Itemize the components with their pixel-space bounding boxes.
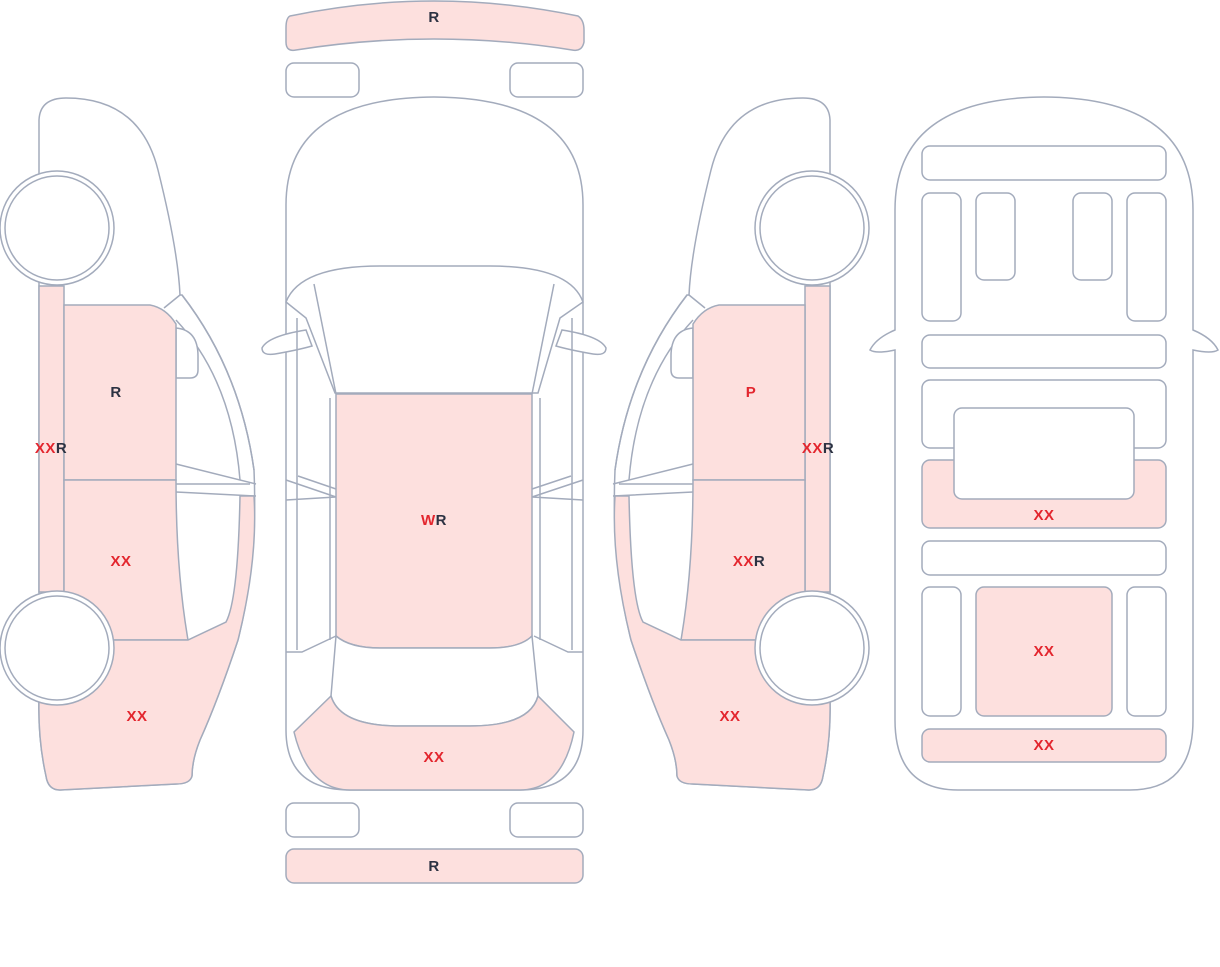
right-rocker-code: XXR bbox=[802, 440, 834, 457]
right-side-view bbox=[612, 97, 870, 791]
floor-rear-section-code: XX bbox=[1033, 507, 1054, 524]
left-rocker-panel[interactable] bbox=[38, 285, 65, 593]
rear-panel[interactable] bbox=[921, 728, 1167, 763]
right-rear-wheel[interactable] bbox=[754, 590, 870, 706]
left-headlight-panel[interactable] bbox=[285, 62, 360, 98]
rear-crossmember-panel[interactable] bbox=[921, 540, 1167, 576]
right-mirror-panel[interactable] bbox=[555, 329, 607, 356]
floor-center-panel[interactable] bbox=[953, 407, 1135, 500]
right-handle-lines bbox=[531, 475, 584, 501]
left-taillight-panel[interactable] bbox=[285, 802, 360, 838]
left-handle-lines bbox=[285, 475, 337, 501]
right-a-pillar-line bbox=[531, 283, 555, 395]
front-bumper-panel[interactable] bbox=[285, 0, 585, 52]
right-front-rail-panel[interactable] bbox=[1126, 192, 1167, 322]
rear-bumper-code: R bbox=[428, 858, 439, 875]
left-front-door-panel[interactable] bbox=[63, 304, 177, 481]
left-front-door-code: R bbox=[110, 384, 121, 401]
right-rear-tire-line bbox=[759, 595, 865, 701]
left-mirror-panel[interactable] bbox=[175, 327, 199, 379]
left-side-view bbox=[0, 97, 257, 791]
right-inner-rail-panel[interactable] bbox=[1072, 192, 1113, 281]
right-quarter-panel[interactable] bbox=[613, 495, 831, 791]
right-mirror-panel[interactable] bbox=[670, 327, 694, 379]
left-rear-tire-line bbox=[4, 595, 110, 701]
damage-code-labels: R WR XX R XXR R XX XX XXR P XXR XX XX XX… bbox=[35, 9, 1054, 875]
windshield-panel[interactable] bbox=[285, 265, 584, 394]
rear-bumper-panel[interactable] bbox=[285, 848, 584, 884]
trunk-code: XX bbox=[423, 749, 444, 766]
right-rocker-panel[interactable] bbox=[804, 285, 831, 593]
left-rear-door-code: XX bbox=[110, 553, 131, 570]
left-a-pillar-line bbox=[313, 283, 337, 395]
right-rear-rail-panel[interactable] bbox=[1126, 586, 1167, 717]
left-rear-rail-panel[interactable] bbox=[921, 586, 962, 717]
right-headlight-panel[interactable] bbox=[509, 62, 584, 98]
right-front-tire-line bbox=[759, 175, 865, 281]
left-front-rail-panel[interactable] bbox=[921, 192, 962, 322]
left-rear-wheel[interactable] bbox=[0, 590, 115, 706]
structure-view bbox=[869, 96, 1219, 791]
left-quarter-code: XX bbox=[126, 708, 147, 725]
trunk-floor-panel[interactable] bbox=[975, 586, 1113, 717]
left-windshield-line bbox=[163, 294, 255, 471]
right-front-door-panel[interactable] bbox=[692, 304, 806, 481]
left-front-tire-line bbox=[4, 175, 110, 281]
left-front-wheel[interactable] bbox=[0, 170, 115, 286]
left-quarter-panel[interactable] bbox=[38, 495, 256, 791]
trunk-panel[interactable] bbox=[293, 694, 575, 791]
top-view bbox=[261, 0, 607, 884]
right-rear-door-code: XXR bbox=[733, 553, 765, 570]
rear-window-panel[interactable] bbox=[330, 634, 539, 727]
right-windshield-line bbox=[614, 294, 706, 471]
front-crossmember-panel[interactable] bbox=[921, 145, 1167, 181]
rear-panel-code: XX bbox=[1033, 737, 1054, 754]
right-front-door-code: P bbox=[746, 384, 757, 401]
front-bumper-code: R bbox=[428, 9, 439, 26]
roof-code: WR bbox=[421, 512, 447, 529]
right-taillight-panel[interactable] bbox=[509, 802, 584, 838]
left-mirror-panel[interactable] bbox=[261, 329, 313, 356]
left-inner-rail-panel[interactable] bbox=[975, 192, 1016, 281]
right-front-wheel[interactable] bbox=[754, 170, 870, 286]
firewall-panel[interactable] bbox=[921, 334, 1167, 369]
right-quarter-code: XX bbox=[719, 708, 740, 725]
left-rocker-code: XXR bbox=[35, 440, 67, 457]
trunk-floor-code: XX bbox=[1033, 643, 1054, 660]
